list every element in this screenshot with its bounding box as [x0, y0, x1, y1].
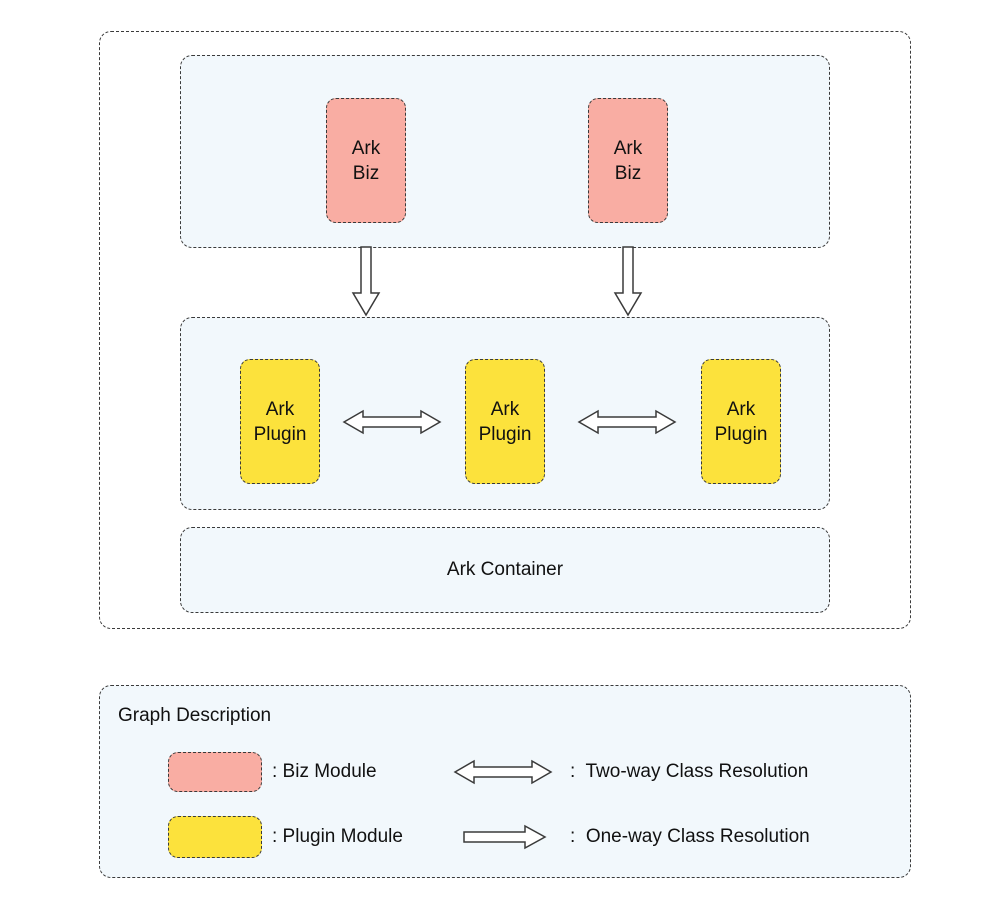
two-way-arrow-2 [577, 409, 677, 435]
ark-plugin-module-3-line1: Ark [726, 398, 756, 420]
ark-plugin-module-1-line2: Plugin [253, 423, 307, 445]
ark-biz-module-2: Ark Biz [588, 98, 668, 223]
legend-one-way-label: : One-way Class Resolution [570, 826, 810, 847]
ark-plugin-module-2-line2: Plugin [478, 423, 532, 445]
legend-plugin-swatch [168, 816, 262, 858]
biz-layer-panel [180, 55, 830, 248]
ark-container-label: Ark Container [446, 559, 564, 580]
legend-two-way-label: : Two-way Class Resolution [570, 761, 809, 782]
one-way-arrow-down-1 [351, 246, 381, 317]
two-way-arrow-1 [342, 409, 442, 435]
one-way-arrow-down-2 [613, 246, 643, 317]
ark-container-panel: Ark Container [180, 527, 830, 613]
ark-biz-module-2-line2: Biz [614, 162, 642, 184]
ark-plugin-module-3: Ark Plugin [701, 359, 781, 484]
ark-plugin-module-1-line1: Ark [265, 398, 295, 420]
legend-two-way-arrow-icon [453, 759, 553, 785]
legend-biz-swatch [168, 752, 262, 792]
legend-one-way-arrow-icon [463, 824, 547, 850]
legend-plugin-label: : Plugin Module [272, 826, 403, 847]
ark-biz-module-1-line1: Ark [351, 137, 381, 159]
outer-frame [99, 31, 911, 629]
legend-biz-label: : Biz Module [272, 761, 377, 782]
ark-biz-module-1: Ark Biz [326, 98, 406, 223]
ark-biz-module-1-line2: Biz [352, 162, 380, 184]
ark-plugin-module-2-line1: Ark [490, 398, 520, 420]
legend-title: Graph Description [118, 705, 272, 726]
ark-plugin-module-2: Ark Plugin [465, 359, 545, 484]
ark-biz-module-2-line1: Ark [613, 137, 643, 159]
ark-plugin-module-1: Ark Plugin [240, 359, 320, 484]
ark-plugin-module-3-line2: Plugin [714, 423, 768, 445]
